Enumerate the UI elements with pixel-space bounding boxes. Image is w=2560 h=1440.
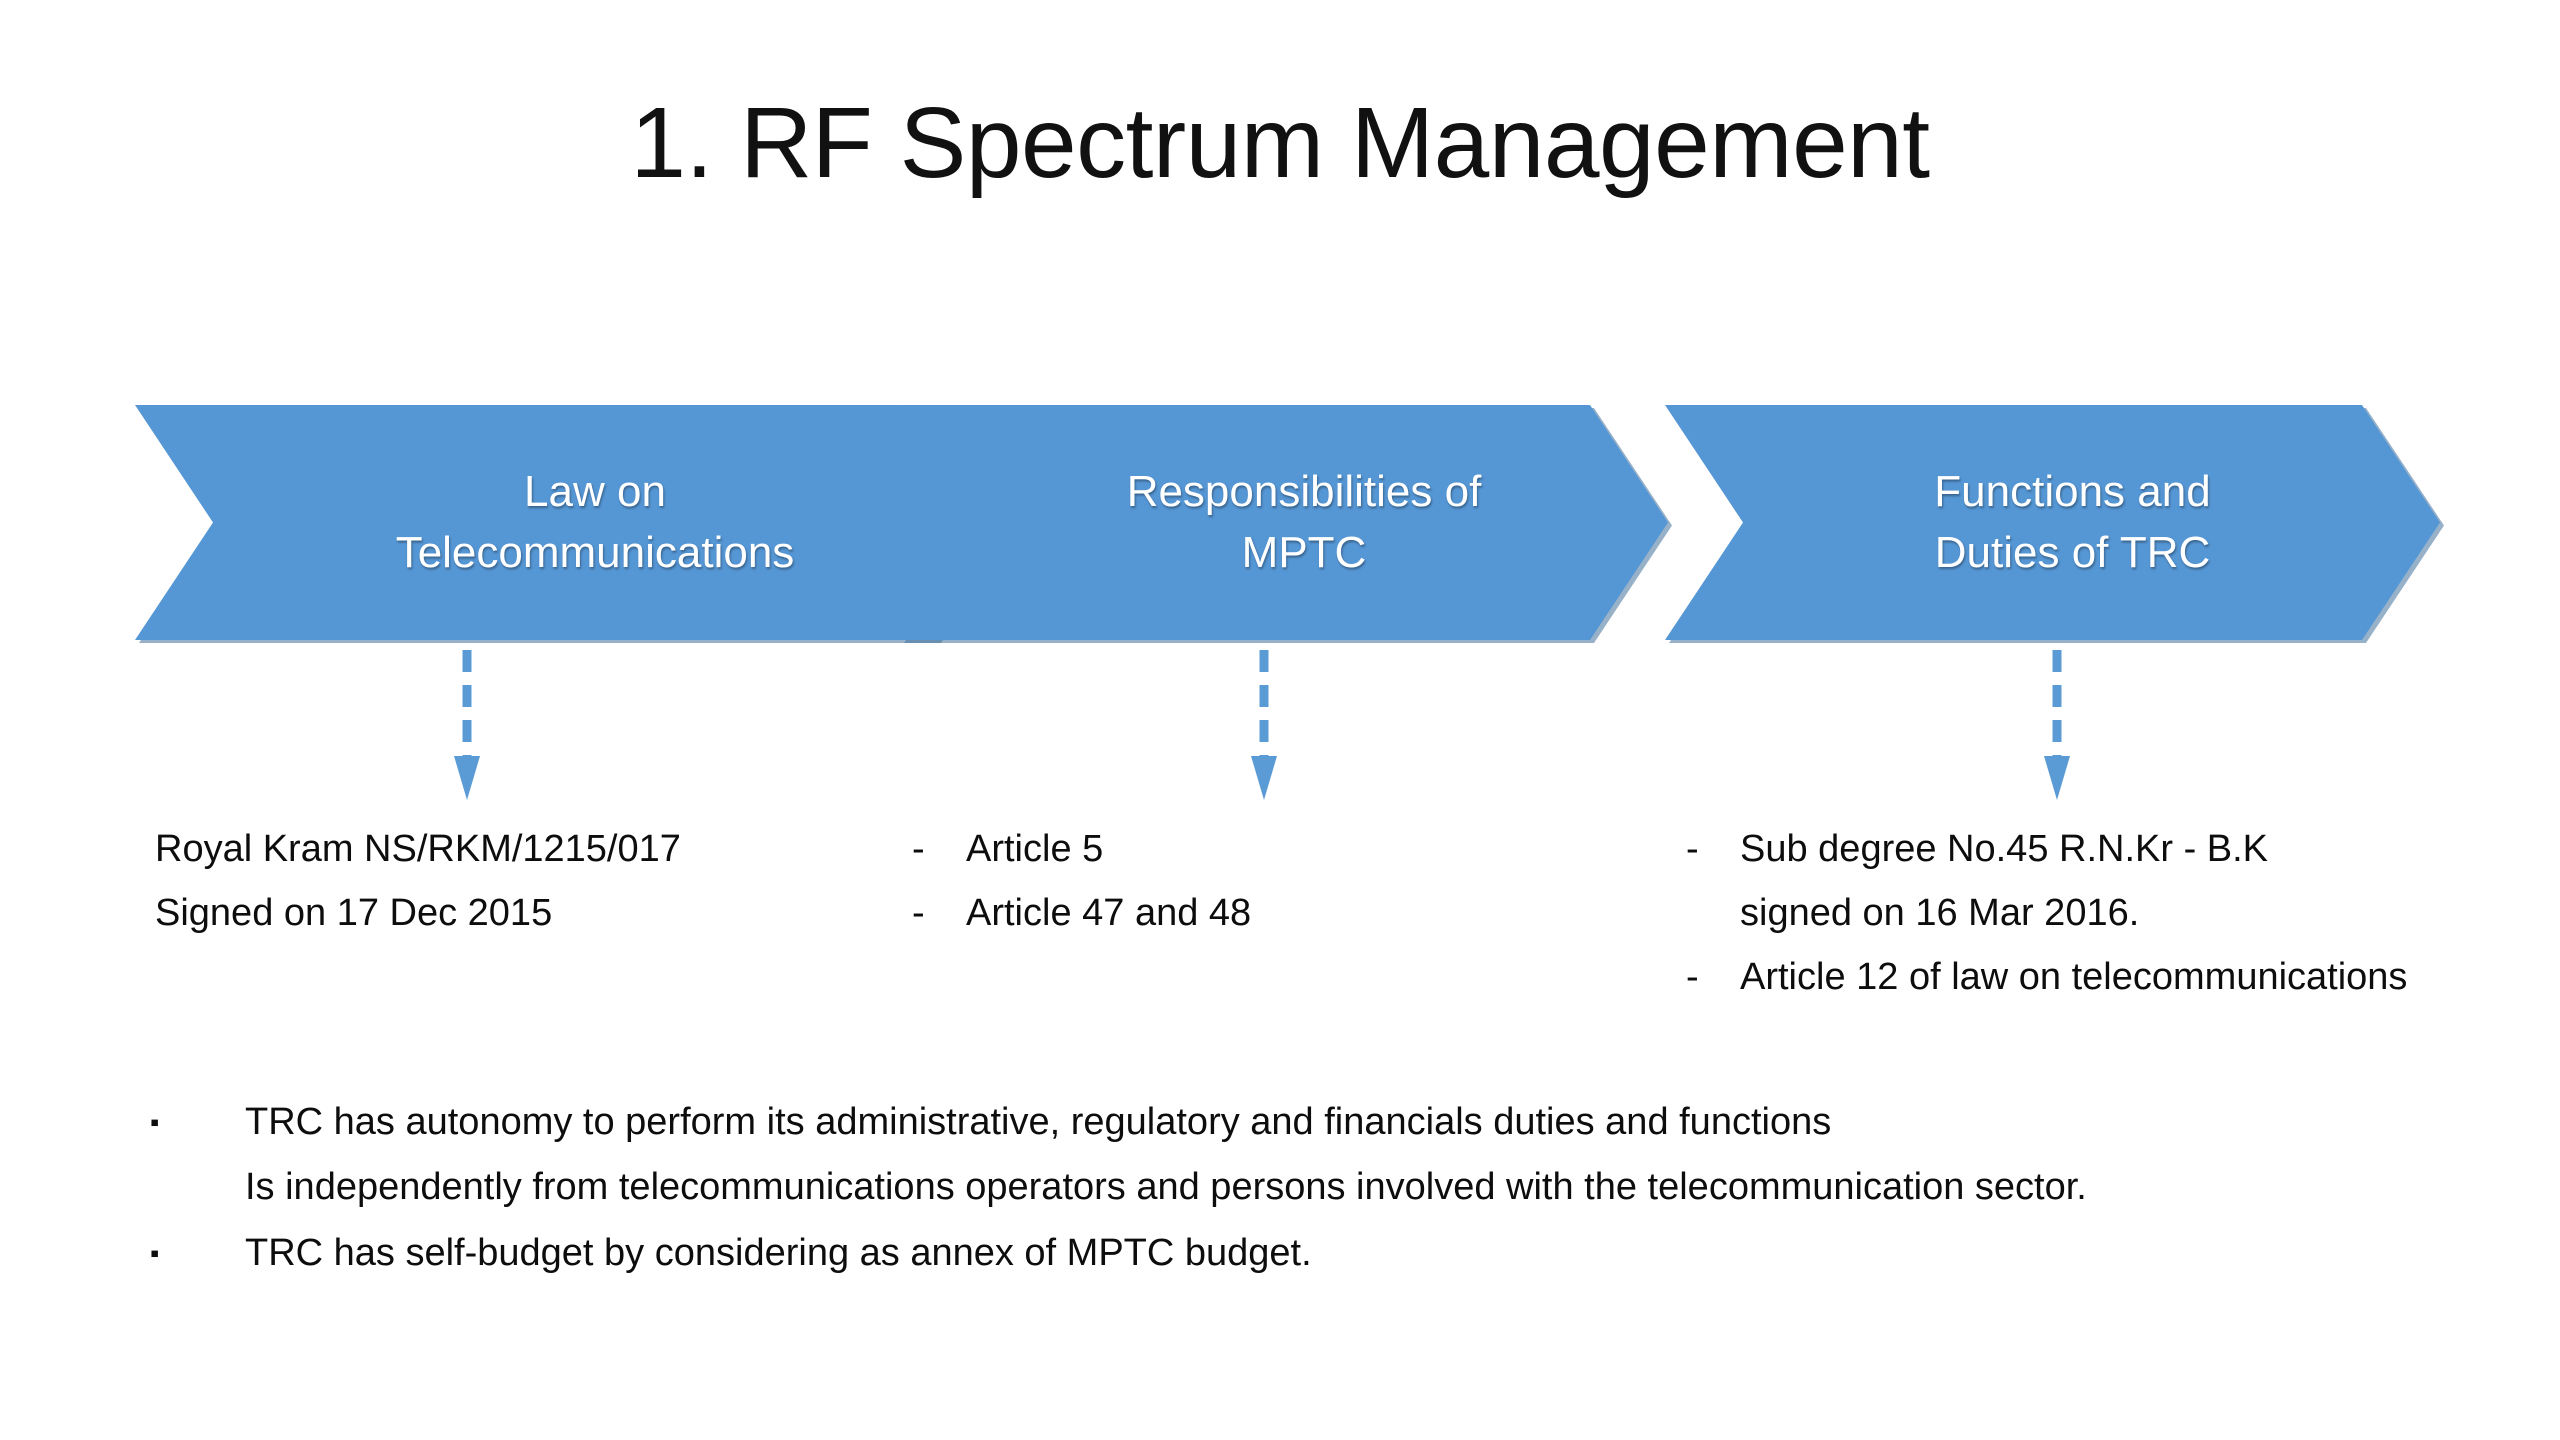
detail-line-item: - Article 47 and 48	[912, 882, 1612, 946]
dashed-down-arrow-icon	[2044, 650, 2070, 800]
detail-line-item: - Sub degree No.45 R.N.Kr - B.K	[1686, 818, 2516, 882]
detail-line: Article 47 and 48	[966, 891, 1252, 934]
detail-line: Signed on 17 Dec 2015	[155, 891, 553, 934]
dash-marker: -	[1686, 955, 1699, 998]
detail-line: Royal Kram NS/RKM/1215/017	[155, 828, 681, 870]
process-step-label: Responsibilities of MPTC	[1126, 466, 1482, 577]
dash-marker: -	[912, 891, 925, 934]
dashed-down-arrow-icon	[454, 650, 480, 800]
process-chevron-row: Law on Telecommunications Responsibiliti…	[0, 405, 2560, 640]
detail-line: Sub degree No.45 R.N.Kr - B.K	[1740, 828, 2269, 870]
bullet-text: TRC has autonomy to perform its administ…	[245, 1101, 1832, 1143]
detail-column-1: Royal Kram NS/RKM/1215/017 Signed on 17 …	[155, 818, 855, 946]
page-title: 1. RF Spectrum Management	[630, 87, 1930, 199]
bullet-list-item: ▪ TRC has autonomy to perform its admini…	[150, 1090, 2450, 1155]
detail-column-3: - Sub degree No.45 R.N.Kr - B.K signed o…	[1686, 818, 2516, 1009]
detail-line-item: - Article 12 of law on telecommunication…	[1686, 946, 2516, 1010]
square-bullet-icon: ▪	[150, 1237, 160, 1268]
process-step-functions-and-duties-of-trc[interactable]: Functions and Duties of TRC	[1665, 405, 2440, 640]
bullet-text-continuation: Is independently from telecommunications…	[245, 1166, 2087, 1209]
detail-line: Article 5	[966, 828, 1104, 870]
notes-bullet-list: ▪ TRC has autonomy to perform its admini…	[150, 1090, 2450, 1286]
detail-line-continuation: signed on 16 Mar 2016.	[1740, 891, 2140, 934]
process-step-label: Law on Telecommunications	[395, 466, 795, 577]
detail-line: Article 12 of law on telecommunications	[1740, 955, 2408, 998]
dash-marker: -	[1686, 828, 1699, 870]
detail-line-item: - Article 5	[912, 818, 1612, 882]
detail-column-2: - Article 5 - Article 47 and 48	[912, 818, 1612, 946]
bullet-list-item: ▪ TRC has self-budget by considering as …	[150, 1221, 2450, 1286]
dashed-down-arrow-icon	[1251, 650, 1277, 800]
process-step-label: Functions and Duties of TRC	[1934, 466, 2211, 577]
square-bullet-icon: ▪	[150, 1107, 160, 1137]
process-step-law-on-telecommunications[interactable]: Law on Telecommunications	[135, 405, 1015, 640]
process-step-responsibilities-of-mptc[interactable]: Responsibilities of MPTC	[900, 405, 1668, 640]
bullet-text: TRC has self-budget by considering as an…	[245, 1231, 1312, 1274]
dash-marker: -	[912, 828, 925, 870]
